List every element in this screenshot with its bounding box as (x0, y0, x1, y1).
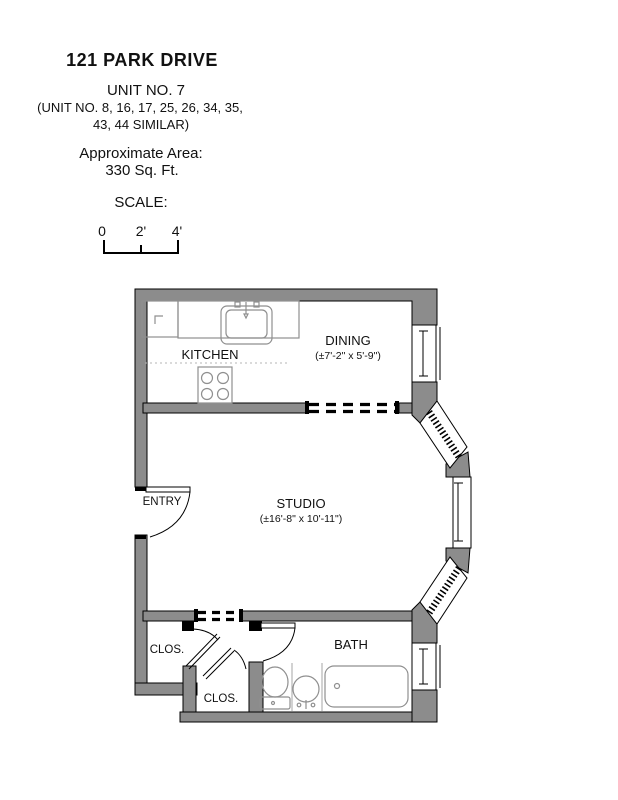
bath-door-leaf (260, 622, 296, 629)
door-jamb-closet-left (182, 621, 194, 631)
stove (197, 366, 233, 404)
similar-units-line1: (UNIT NO. 8, 16, 17, 25, 26, 34, 35, (37, 100, 243, 115)
dining-label: DINING (325, 333, 371, 348)
opening-cap-kitchen-right (395, 401, 399, 414)
opening-cap-closet-left (194, 609, 198, 622)
scale-label: SCALE: (114, 194, 167, 211)
entry-cap-bottom (135, 535, 146, 539)
entry-door-arc (149, 491, 191, 538)
bath-window-glass (419, 648, 428, 685)
scale-bar: 0 2' 4' (98, 223, 182, 254)
scale-tick-0: 0 (98, 223, 106, 239)
area-label: Approximate Area: (79, 145, 202, 162)
dining-window (411, 324, 437, 383)
stove-body (197, 366, 233, 404)
toilet-tank (259, 696, 291, 710)
windows (411, 324, 472, 691)
kitchen-wall-stub (398, 402, 414, 414)
middle-window-glass (454, 482, 463, 542)
entry-door-leaf (145, 486, 191, 493)
entry-label: ENTRY (143, 496, 182, 508)
bathtub-drain (333, 682, 341, 690)
bay-window-upper-hatch (426, 410, 462, 459)
studio-closet-wall-left (142, 610, 198, 622)
closet2-bath-wall (248, 661, 264, 713)
kitchen-sink-handle-right (253, 301, 260, 308)
area-value: 330 Sq. Ft. (105, 162, 178, 179)
stove-burner-3 (200, 387, 214, 401)
closet-left-label: CLOS. (150, 644, 185, 656)
scale-tick-4: 4' (172, 223, 182, 239)
closet-left-door-arc (192, 628, 219, 641)
page-title: 121 PARK DRIVE (66, 50, 218, 70)
pedestal-sink-handle-right (310, 702, 316, 708)
outer-wall-top-left (134, 288, 438, 488)
closet-bottom-label: CLOS. (204, 693, 239, 705)
door-jamb-bath (249, 621, 262, 631)
bottom-wall (179, 711, 438, 723)
kitchen-sink (220, 301, 273, 345)
pedestal-sink-basin (292, 675, 320, 703)
bay-window-upper (419, 400, 468, 469)
closet-bottom-door-leaf (202, 647, 235, 680)
toilet-bowl (261, 666, 289, 698)
similar-units-line2: 43, 44 SIMILAR) (93, 117, 189, 132)
closet-left-door-leaf (185, 633, 221, 670)
bath-label: BATH (334, 637, 368, 652)
scale-tick-2: 2' (136, 223, 146, 239)
stove-burner-1 (200, 371, 214, 385)
bay-window-lower-hatch (426, 566, 462, 615)
kitchen-studio-wall (142, 402, 308, 414)
unit-number: UNIT NO. 7 (107, 82, 185, 99)
studio-dimensions: (±16'-8" x 10'-11") (260, 513, 342, 525)
walls (134, 288, 471, 723)
kitchen-sink-faucet (243, 302, 249, 320)
bathtub-rim (324, 665, 409, 708)
kitchen-sink-handle-left (234, 301, 241, 308)
stove-burner-2 (216, 371, 230, 385)
kitchen-label: KITCHEN (181, 347, 238, 362)
refrigerator-handle (154, 315, 163, 324)
doors (145, 486, 296, 680)
bay-window-lower (419, 556, 468, 625)
bath-window (411, 642, 437, 691)
studio-label: STUDIO (276, 496, 325, 511)
stove-burner-4 (216, 387, 230, 401)
pedestal-sink (292, 675, 320, 709)
toilet-flush (270, 700, 276, 706)
bathtub (324, 665, 409, 708)
scale-bracket (103, 240, 179, 254)
middle-window (452, 476, 472, 549)
pedestal-sink-handle-left (296, 702, 302, 708)
bath-door-arc (262, 627, 296, 662)
opening-cap-closet-right (239, 609, 243, 622)
toilet (259, 666, 291, 710)
room-labels: KITCHEN DINING (±7'-2" x 5'-9") STUDIO (… (143, 333, 381, 705)
closet-left-bottom-wall (134, 682, 198, 696)
cased-openings (198, 402, 395, 622)
corner-block-bottom-right (411, 689, 438, 723)
opening-cap-kitchen-left (305, 401, 309, 414)
studio-bath-wall (239, 610, 414, 622)
fixtures (141, 300, 409, 711)
closet-bottom-door-arc (233, 649, 247, 670)
entry-cap-top (135, 487, 146, 491)
header: 121 PARK DRIVE UNIT NO. 7 (UNIT NO. 8, 1… (37, 50, 243, 211)
dining-window-glass (419, 330, 428, 377)
dining-dimensions: (±7'-2" x 5'-9") (315, 350, 381, 362)
